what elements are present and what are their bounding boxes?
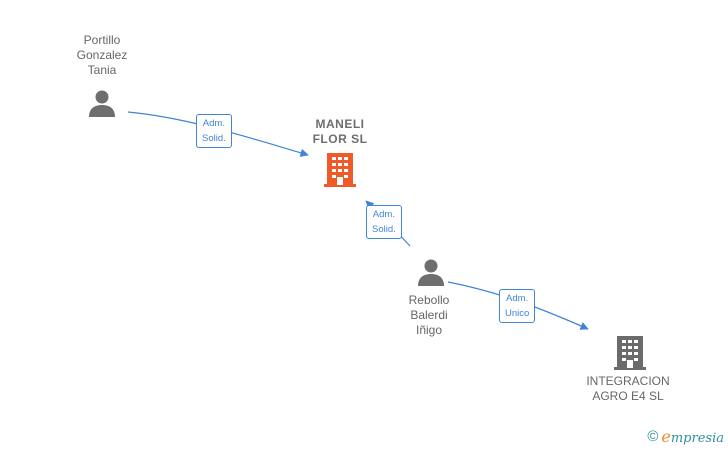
person-icon[interactable] <box>87 88 117 118</box>
edge-label-2[interactable]: Adm. Solid. <box>366 205 402 239</box>
company-bottom-line-2: AGRO E4 SL <box>592 389 664 403</box>
company-main-line-1: MANELI <box>315 117 365 131</box>
person-top-label[interactable]: Portillo Gonzalez Tania <box>60 33 144 78</box>
edge-label-3[interactable]: Adm. Unico <box>499 289 536 323</box>
person-icon[interactable] <box>416 257 446 287</box>
brand-name: mpresia <box>670 431 724 446</box>
building-icon[interactable] <box>324 151 356 187</box>
edge-label-1[interactable]: Adm. Solid. <box>196 114 232 148</box>
edge-label-2-line-2: Solid. <box>372 224 396 235</box>
copyright-icon: © <box>647 428 659 445</box>
company-main-label[interactable]: MANELI FLOR SL <box>295 117 385 147</box>
person-top-line-3: Tania <box>87 63 117 77</box>
company-bottom-line-1: INTEGRACION <box>586 374 670 388</box>
edge-label-3-line-2: Unico <box>505 308 530 319</box>
person-top-line-2: Gonzalez <box>76 48 128 62</box>
company-main-line-2: FLOR SL <box>312 132 368 146</box>
company-bottom-label[interactable]: INTEGRACION AGRO E4 SL <box>578 374 678 404</box>
person-mid-line-1: Rebollo <box>408 293 450 307</box>
person-mid-line-2: Balerdi <box>410 308 448 322</box>
person-top-line-1: Portillo <box>83 33 121 47</box>
brand-initial: e <box>661 427 671 446</box>
building-icon[interactable] <box>614 334 646 370</box>
edge-label-1-line-1: Adm. <box>202 118 225 129</box>
brand-logo: empresia <box>661 427 724 446</box>
edge-label-2-line-1: Adm. <box>372 209 395 220</box>
edge-label-3-line-1: Adm. <box>506 293 529 304</box>
person-mid-line-3: Iñigo <box>415 323 443 337</box>
person-mid-label[interactable]: Rebollo Balerdi Iñigo <box>387 293 471 338</box>
edge-label-1-line-2: Solid. <box>202 133 226 144</box>
brand-footer: © empresia <box>647 427 724 446</box>
